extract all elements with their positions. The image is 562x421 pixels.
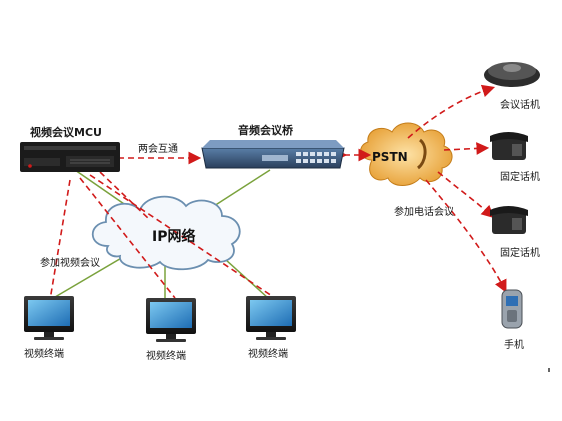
link-pstn-fixed-2 bbox=[437, 171, 495, 219]
ip-network-cloud bbox=[91, 195, 241, 271]
conference-phone-icon bbox=[484, 62, 540, 87]
fixed-phone-icon-2 bbox=[490, 206, 528, 234]
video-terminal-2 bbox=[146, 298, 196, 342]
link-pstn-conf-phone bbox=[407, 84, 496, 139]
link-pstn-fixed-1 bbox=[443, 142, 490, 155]
terminal-label-3: 视频终端 bbox=[248, 349, 288, 360]
mobile-label: 手机 bbox=[504, 340, 524, 351]
join-video-label: 参加视频会议 bbox=[40, 258, 100, 269]
pstn-cloud bbox=[360, 122, 453, 186]
audio-bridge-device bbox=[201, 140, 345, 169]
link-mcu-terminal-1 bbox=[49, 179, 71, 301]
corner-mark bbox=[548, 368, 550, 372]
link-pstn-mobile bbox=[425, 179, 507, 293]
dashed-links bbox=[49, 84, 507, 301]
terminal-label-1: 视频终端 bbox=[24, 349, 64, 360]
mobile-phone-icon bbox=[501, 289, 523, 329]
link-mcu-terminal-2 bbox=[79, 177, 176, 299]
conf-phone-label: 会议话机 bbox=[500, 100, 540, 111]
pstn-label: PSTN bbox=[372, 150, 408, 164]
fixed-phone-icon-1 bbox=[490, 132, 528, 160]
join-phone-label: 参加电话会议 bbox=[394, 207, 454, 218]
link-mcu-terminal-3 bbox=[89, 174, 276, 299]
fixed-phone-label-1: 固定话机 bbox=[500, 172, 540, 183]
link-mcu-ip bbox=[99, 171, 151, 221]
video-terminal-3 bbox=[246, 296, 296, 340]
terminal-label-2: 视频终端 bbox=[146, 351, 186, 362]
mcu-label: 视频会议MCU bbox=[30, 126, 102, 139]
bridge-label: 音频会议桥 bbox=[238, 124, 293, 137]
video-terminal-1 bbox=[24, 296, 74, 340]
ip-network-label: IP网络 bbox=[152, 229, 196, 245]
mcu-device bbox=[20, 142, 120, 172]
interconnect-label: 两会互通 bbox=[138, 144, 178, 155]
fixed-phone-label-2: 固定话机 bbox=[500, 248, 540, 259]
pstn-handset-icon bbox=[416, 138, 427, 170]
